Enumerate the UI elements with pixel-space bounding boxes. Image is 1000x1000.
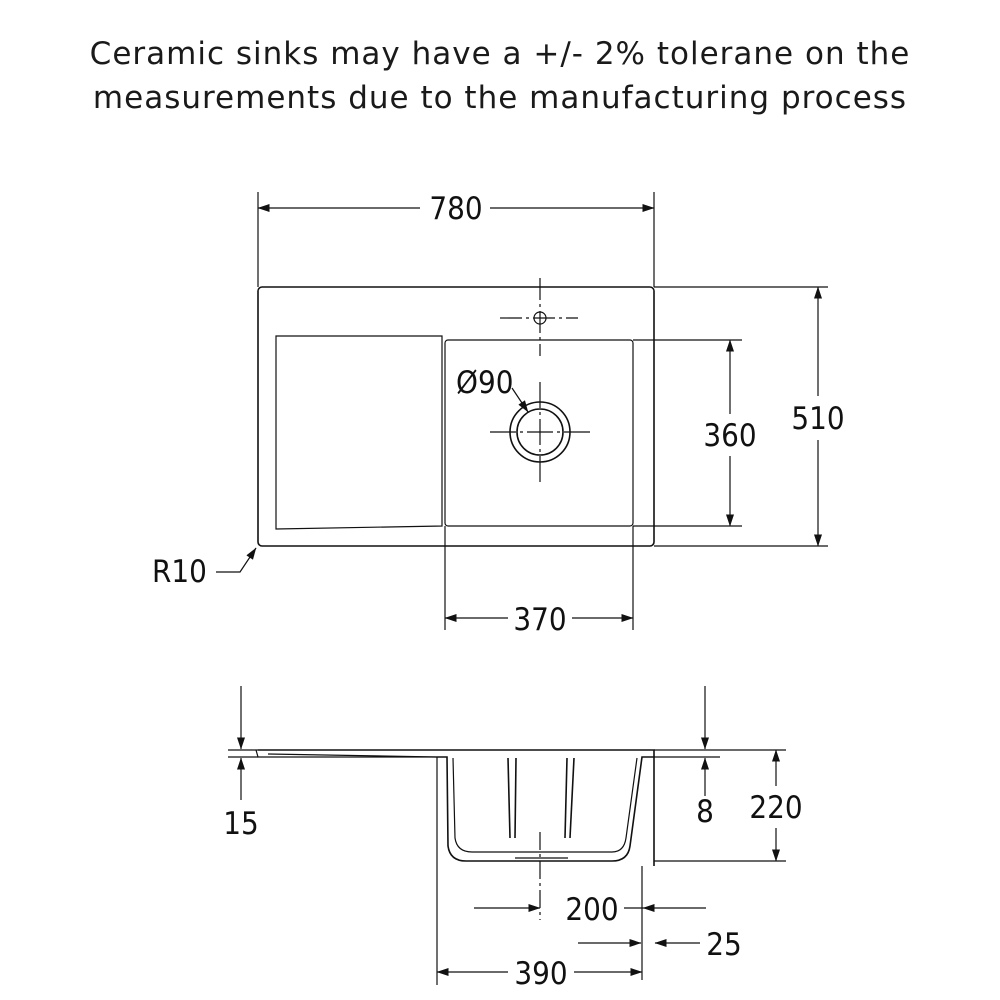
bowl-outer-width-label: 390 <box>514 956 567 992</box>
tap-hole <box>500 278 578 356</box>
overflow-offset-label: 8 <box>696 794 714 830</box>
rib <box>564 757 568 839</box>
rib <box>514 757 517 839</box>
overall-depth-label: 510 <box>791 401 844 437</box>
bowl-width-label: 370 <box>513 602 566 638</box>
corner-radius-label: R10 <box>152 554 207 590</box>
drain-diameter-label: Ø90 <box>456 365 513 401</box>
drain-offset-label: 200 <box>565 892 618 928</box>
bowl-outline <box>444 339 634 527</box>
rib <box>507 757 511 839</box>
drain-hole <box>490 382 590 482</box>
sink-height-label: 220 <box>749 790 802 826</box>
overall-width-label: 780 <box>429 191 482 227</box>
drainer-area <box>275 335 443 530</box>
tolerance-note-line-1: Ceramic sinks may have a +/- 2% tolerane… <box>89 36 911 72</box>
sink-outline <box>257 286 655 547</box>
rim-thickness-label: 15 <box>223 806 258 842</box>
rim-top <box>258 749 655 757</box>
bowl-body <box>437 756 655 866</box>
bowl-depth-label: 360 <box>703 418 756 454</box>
side-view: 15 8 220 200 25 <box>223 686 803 992</box>
rib <box>569 757 575 839</box>
top-view: Ø90 780 510 360 370 <box>152 191 845 638</box>
bowl-inner-wall <box>452 757 638 853</box>
corner-radius-leader <box>216 547 257 573</box>
drain-diameter-leader <box>511 387 529 413</box>
tolerance-note-line-2: measurements due to the manufacturing pr… <box>92 80 908 116</box>
edge-offset-label: 25 <box>706 927 741 963</box>
